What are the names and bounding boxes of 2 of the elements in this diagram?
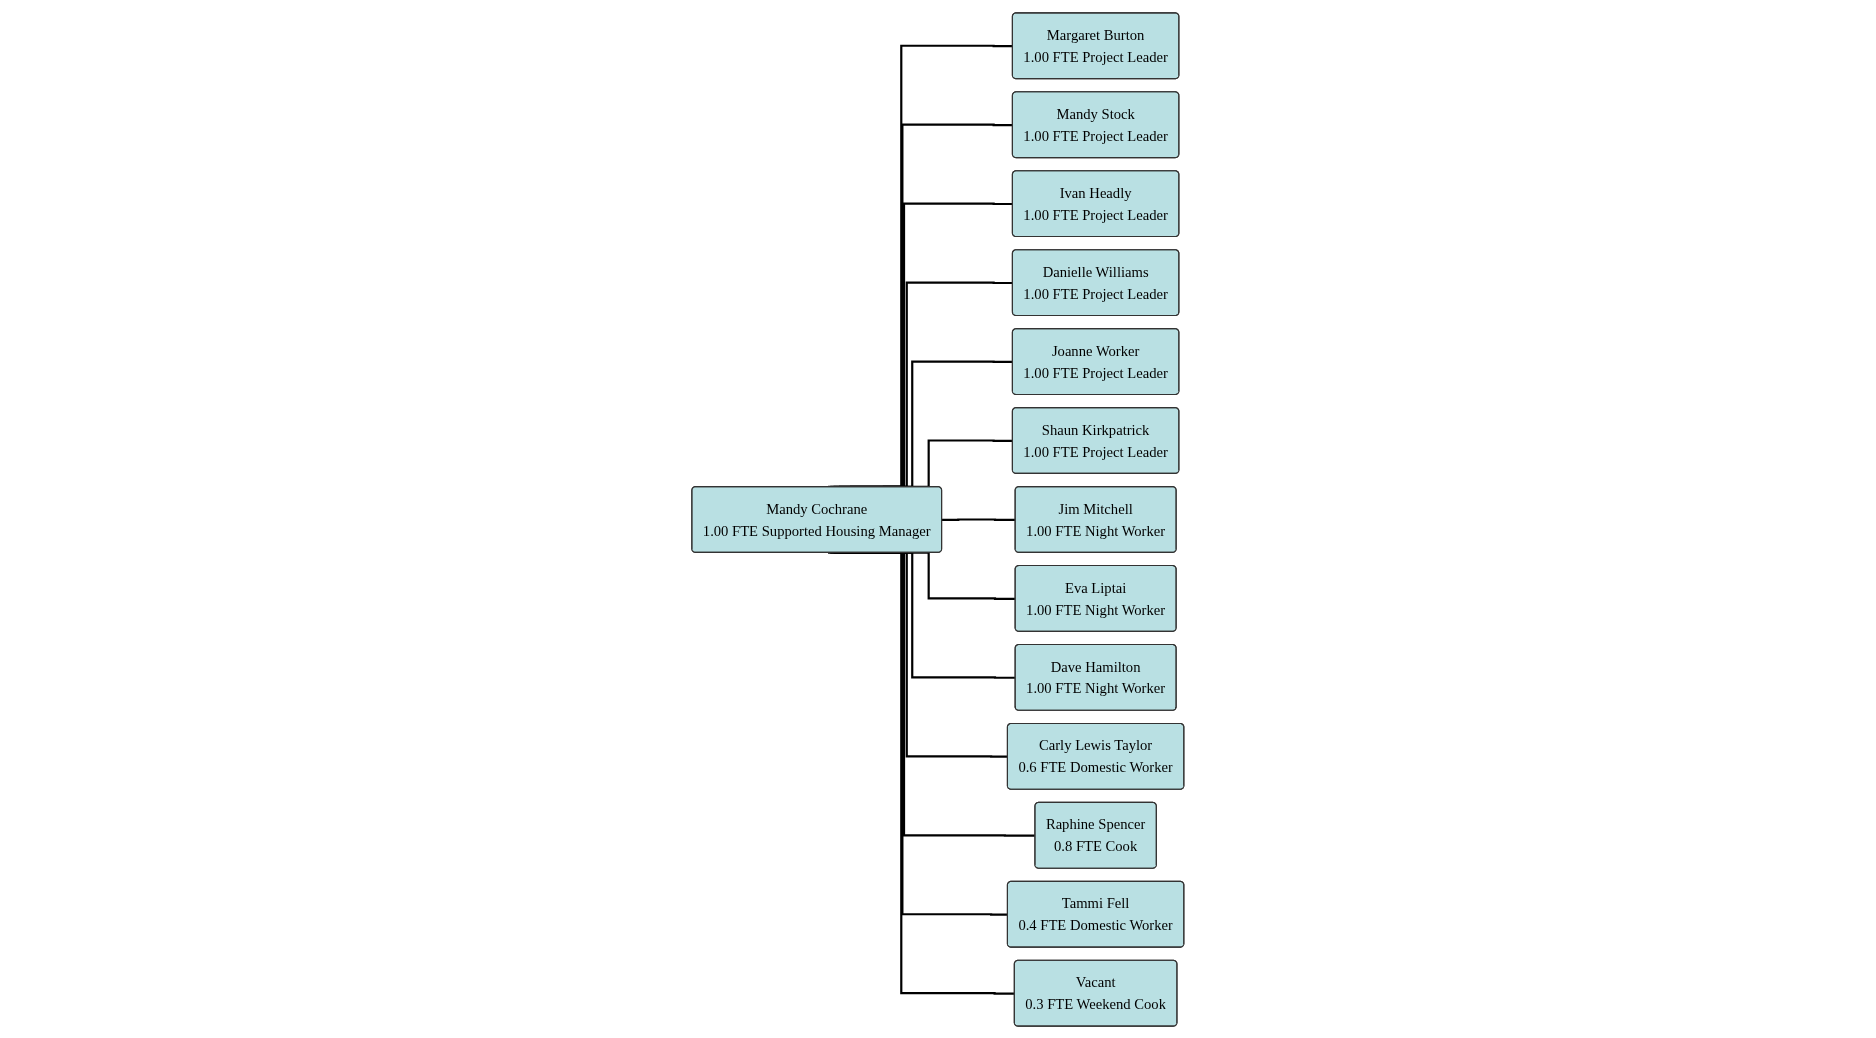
- connector: [828, 551, 1015, 995]
- connector: [942, 517, 1016, 521]
